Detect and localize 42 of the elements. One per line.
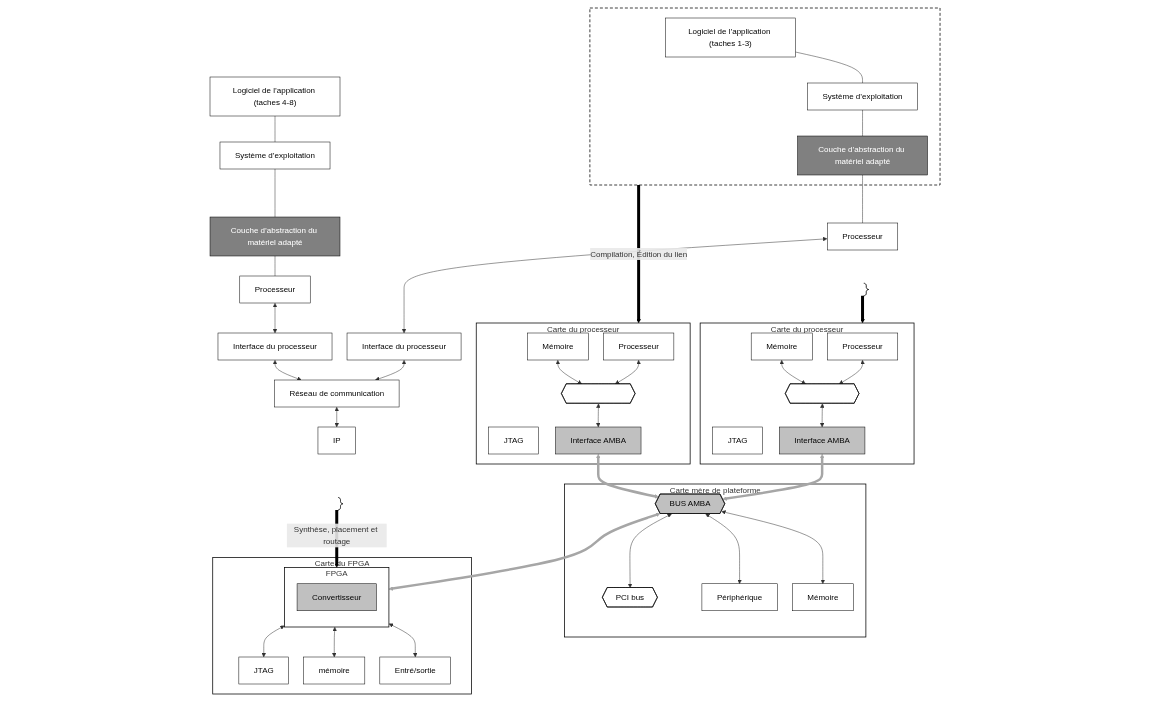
node-box: Système d’exploitation	[219, 141, 331, 170]
node-box: Processeur	[827, 332, 898, 361]
edge-label: Synthèse, placement et routage	[293, 525, 378, 546]
arrow	[596, 454, 660, 499]
node-box: Processeur	[603, 332, 675, 361]
node-box: Couche d’abstraction du matériel adapté	[797, 135, 928, 176]
arrow	[722, 454, 825, 501]
node-box: Couche d’abstraction du matériel adapté	[209, 216, 341, 257]
node-box: Processeur	[827, 222, 898, 251]
connector	[274, 168, 276, 218]
connector	[795, 51, 863, 84]
node-box: Logiciel de l’application (taches 1-3)	[665, 17, 796, 58]
node-box: Mémoire	[792, 583, 854, 611]
node-box: JTAG	[712, 426, 763, 455]
node-box: mémoire	[303, 656, 366, 685]
node-box: Interface du processeur	[217, 332, 333, 361]
node-box: Système d’exploitation	[807, 82, 918, 111]
node-box: Convertisseur	[296, 583, 377, 611]
node-bracket	[863, 283, 869, 296]
node-box: Logiciel de l’application (taches 4-8)	[209, 76, 341, 117]
node-bracket	[337, 497, 344, 511]
arrow	[334, 407, 339, 428]
cluster	[589, 7, 941, 186]
node-box: Processeur	[239, 275, 311, 304]
node-box: JTAG	[238, 656, 289, 685]
node-box: Mémoire	[527, 332, 589, 361]
node-box: IP	[317, 426, 356, 455]
connector	[862, 174, 863, 224]
connector	[862, 109, 863, 137]
arrow	[388, 512, 661, 591]
arrow	[636, 185, 641, 324]
node-box: Entré/sortie	[379, 656, 451, 685]
node-box: Mémoire	[750, 332, 813, 361]
node-box: Interface AMBA	[555, 426, 642, 455]
edge-label: Compilation, Édition du lien	[590, 249, 688, 258]
arrow	[860, 295, 865, 324]
node-box: JTAG	[488, 426, 539, 455]
node-box: Périphérique	[701, 583, 778, 611]
node-box: Interface du processeur	[346, 332, 462, 361]
node-box: Réseau de communication	[274, 379, 400, 408]
connector	[274, 255, 276, 277]
node-box: Interface AMBA	[779, 426, 866, 455]
